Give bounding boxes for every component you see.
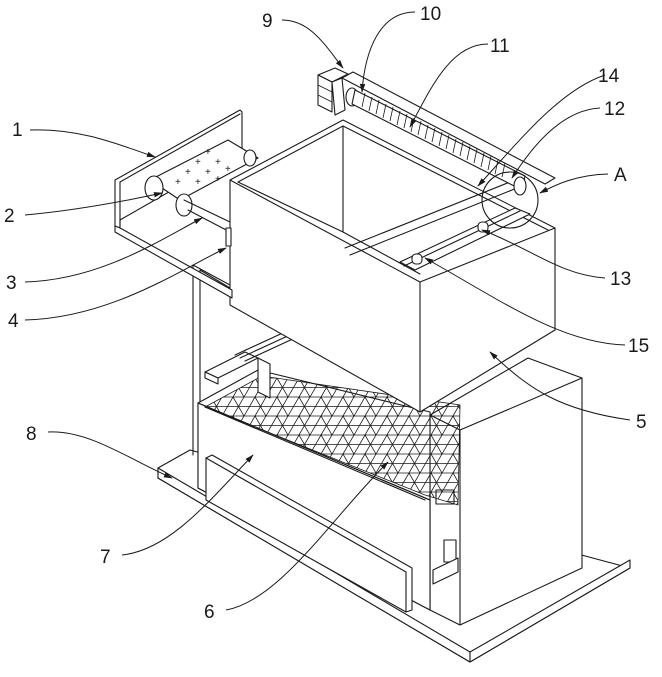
drawer-handle [205, 454, 413, 613]
label-12: 12 [604, 99, 625, 120]
leader-lines [24, 11, 631, 611]
label-A: A [614, 165, 627, 186]
label-11: 11 [490, 36, 510, 57]
reference-labels: 1 2 3 4 5 6 7 8 9 10 11 12 13 14 15 A [4, 4, 649, 623]
guide-rail [399, 207, 531, 271]
svg-text:+: + [205, 167, 211, 178]
label-4: 4 [8, 311, 19, 332]
label-2: 2 [4, 206, 15, 227]
svg-text:+: + [185, 167, 191, 178]
svg-text:+: + [175, 177, 181, 188]
label-9: 9 [262, 11, 273, 32]
svg-text:+: + [215, 157, 221, 168]
lead-screw-assembly [317, 67, 556, 196]
svg-text:+: + [205, 147, 211, 158]
label-7: 7 [100, 547, 111, 568]
label-14: 14 [598, 66, 620, 87]
svg-text:+: + [195, 157, 201, 168]
label-5: 5 [636, 412, 647, 433]
label-10: 10 [420, 4, 441, 25]
label-6: 6 [204, 602, 215, 623]
label-3: 3 [6, 273, 17, 294]
roller-shaft [183, 199, 231, 233]
svg-text:+: + [215, 174, 221, 185]
upper-box [229, 119, 556, 413]
label-1: 1 [12, 120, 23, 141]
label-8: 8 [26, 424, 37, 445]
detail-circle-A [481, 171, 539, 229]
label-13: 13 [610, 269, 631, 290]
svg-text:+: + [225, 164, 231, 175]
bearing-block [225, 227, 232, 247]
roller-texture: + + + + + + + + + [175, 147, 231, 188]
scraper-bar [344, 177, 523, 256]
label-15: 15 [628, 336, 649, 357]
svg-text:+: + [195, 177, 201, 188]
